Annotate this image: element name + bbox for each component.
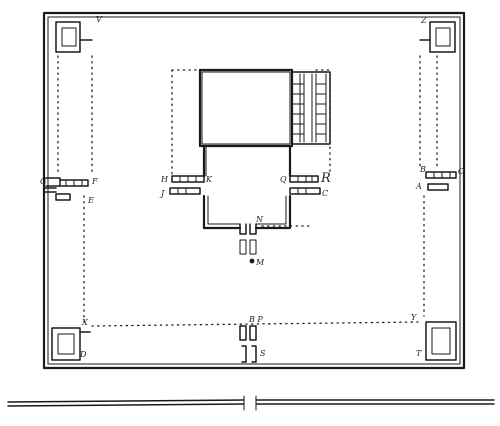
label-s: S bbox=[260, 349, 266, 358]
label-y: Y bbox=[411, 313, 417, 322]
label-r: R bbox=[320, 171, 331, 186]
gate-center-right bbox=[289, 175, 321, 195]
label-c-right: C bbox=[458, 167, 464, 176]
label-e: E bbox=[87, 196, 94, 205]
boundary-line bbox=[7, 395, 495, 411]
corner-tower-se bbox=[425, 321, 457, 361]
label-n: N bbox=[255, 215, 264, 224]
label-x: X bbox=[81, 318, 88, 327]
label-d: D bbox=[79, 350, 87, 359]
label-z: Z bbox=[420, 16, 427, 25]
label-k: K bbox=[205, 175, 213, 184]
label-t: T bbox=[416, 349, 422, 358]
label-q: Q bbox=[280, 175, 287, 184]
label-h: H bbox=[160, 175, 169, 184]
corner-tower-sw bbox=[51, 327, 91, 361]
label-b: B bbox=[419, 165, 426, 174]
gate-right bbox=[425, 171, 457, 191]
colonnade-lines bbox=[57, 55, 438, 327]
label-m: M bbox=[255, 258, 265, 267]
label-a: A bbox=[415, 182, 422, 191]
label-bp: B P bbox=[248, 315, 263, 324]
label-v: V bbox=[96, 15, 103, 24]
label-j: J bbox=[159, 189, 165, 198]
corner-tower-ne bbox=[419, 21, 456, 53]
label-g: G bbox=[40, 177, 47, 186]
gate-axis bbox=[239, 223, 257, 264]
corner-tower-nw bbox=[55, 21, 93, 53]
gate-center-left bbox=[169, 175, 205, 195]
label-f: F bbox=[91, 177, 98, 186]
gate-left bbox=[45, 177, 89, 201]
gate-bottom bbox=[239, 325, 257, 363]
label-c-small: C bbox=[322, 189, 328, 198]
outer-wall bbox=[42, 11, 466, 370]
marker-dot bbox=[249, 258, 255, 264]
central-building bbox=[198, 68, 331, 230]
